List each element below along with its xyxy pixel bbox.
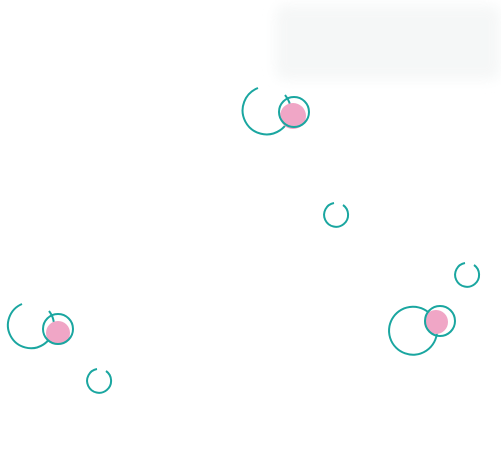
inner-ring-icon: [424, 305, 456, 337]
small-ring-icon: [454, 262, 481, 288]
pink-dot-icon: [424, 310, 448, 334]
inner-ring-icon: [278, 96, 310, 128]
target-large-top[interactable]: [241, 87, 310, 136]
target-large-lower-right[interactable]: [388, 305, 456, 356]
target-small-lower-left[interactable]: [86, 368, 113, 394]
outer-ring-icon: [388, 305, 438, 356]
outer-ring-icon: [6, 303, 55, 350]
target-small-right[interactable]: [454, 262, 481, 288]
target-small-upper-middle[interactable]: [323, 202, 350, 228]
pink-dot-icon: [280, 103, 306, 129]
pink-dot-icon: [46, 321, 70, 345]
background-fade-patch: [275, 5, 501, 80]
small-ring-icon: [86, 368, 113, 394]
inner-ring-icon: [42, 313, 74, 345]
target-large-left[interactable]: [6, 303, 74, 350]
small-ring-icon: [323, 202, 350, 228]
